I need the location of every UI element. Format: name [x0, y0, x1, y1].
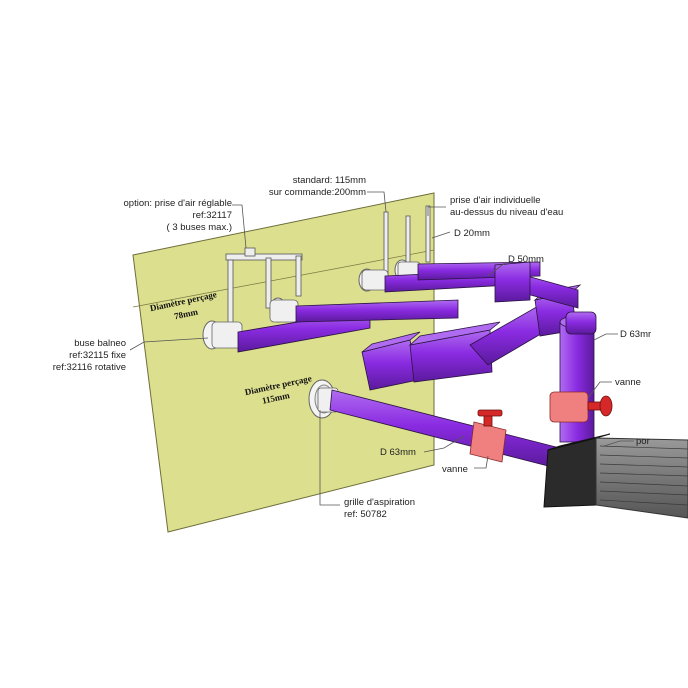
label-d63-right: D 63mr: [620, 329, 651, 340]
valve-right: [549, 391, 613, 423]
leader-grille: [319, 410, 340, 506]
wall-drill-size-1: 78mm: [173, 306, 199, 321]
label-prise-2: au-dessus du niveau d'eau: [450, 207, 563, 218]
leader-buse: [129, 337, 209, 351]
leader-d50: [487, 261, 507, 277]
label-option-2: ref:32117: [193, 210, 232, 221]
leader-prise: [427, 206, 446, 216]
leader-d63-main: [423, 435, 465, 453]
label-d63-main: D 63mm: [380, 447, 416, 458]
label-option-3: ( 3 buses max.): [167, 222, 232, 233]
jet-body-2: [269, 299, 299, 323]
jet-pipe-2: [295, 299, 459, 323]
label-buse-2: ref:32115 fixe: [69, 350, 126, 361]
label-buse-1: buse balneo: [74, 338, 126, 349]
valve-main: [469, 409, 507, 463]
label-option-1: option: prise d'air réglable: [124, 198, 233, 209]
label-vanne-right: vanne: [615, 377, 641, 388]
collector-mid-top: [408, 321, 501, 346]
jet-body-3: [361, 269, 389, 291]
leader-standard: [367, 191, 387, 213]
label-d50: D 50mm: [508, 254, 544, 265]
label-standard-1: standard: 115mm: [293, 175, 366, 186]
jet-body-1: [211, 321, 243, 349]
label-pompe: por: [636, 436, 650, 447]
air-intake-manifold: [225, 247, 303, 333]
leader-vanne-right: [587, 381, 612, 399]
collector-left-top: [361, 331, 421, 353]
label-grille-1: grille d'aspiration: [344, 497, 415, 508]
leader-vanne-main: [474, 455, 489, 469]
vertical-riser: [559, 321, 595, 443]
leader-d63-right: [593, 333, 618, 341]
label-d20: D 20mm: [454, 228, 490, 239]
elbow-top: [565, 311, 597, 335]
label-buse-3: ref:32116 rotative: [53, 362, 126, 373]
label-prise-1: prise d'air individuelle: [450, 195, 541, 206]
label-standard-2: sur commande:200mm: [269, 187, 366, 198]
leader-pompe: [603, 440, 634, 447]
label-vanne-main: vanne: [442, 464, 468, 475]
label-grille-2: ref: 50782: [344, 509, 387, 520]
leader-d20: [431, 231, 451, 239]
leader-option: [232, 204, 247, 249]
collector-back-block: [494, 261, 531, 303]
pump: [543, 433, 688, 519]
